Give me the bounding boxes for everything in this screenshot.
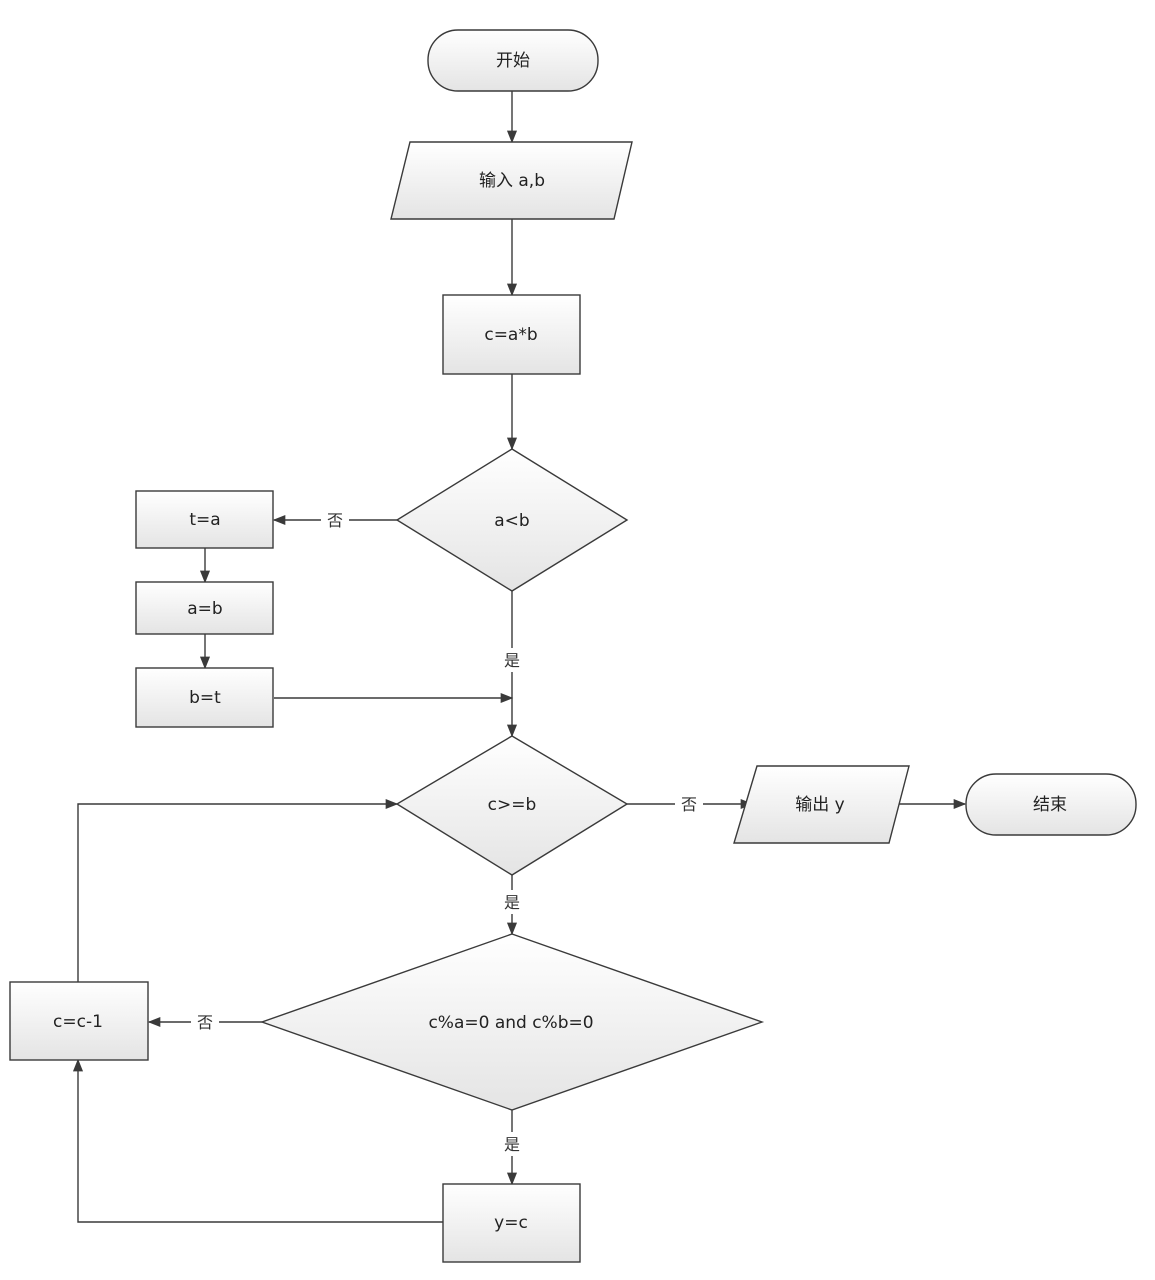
input-node: 输入 a,b [390, 141, 633, 220]
assign-a-node: a=b [135, 581, 274, 635]
calc-node: c=a*b [442, 294, 581, 375]
assign-a-label: a=b [187, 599, 222, 619]
start-label: 开始 [496, 51, 530, 71]
edge-label-bg [191, 1010, 219, 1034]
assign-b-label: b=t [189, 688, 221, 708]
edge-label-bg [498, 648, 526, 672]
decision-c-ge-b-label: c>=b [488, 795, 537, 815]
edge-label-cond2-yes: 是 [504, 893, 520, 912]
decision-mod-label: c%a=0 and c%b=0 [428, 1013, 593, 1033]
edge-decrement-loop [77, 798, 399, 982]
start-node: 开始 [427, 29, 599, 92]
decision-a-lt-b-label: a<b [494, 511, 529, 531]
decision-mod: c%a=0 and c%b=0 [259, 933, 765, 1111]
edge-label-bg [498, 890, 526, 914]
assign-y-node: y=c [442, 1183, 581, 1263]
decision-c-ge-b: c>=b [395, 735, 629, 876]
assign-y-label: y=c [494, 1213, 528, 1233]
decrement-label: c=c-1 [53, 1012, 103, 1032]
output-label: 输出 y [795, 795, 844, 815]
input-label: 输入 a,b [479, 171, 545, 191]
edge-label-cond3-no: 否 [197, 1013, 213, 1032]
end-label: 结束 [1033, 795, 1067, 815]
assign-b-node: b=t [135, 667, 274, 728]
edge-label-cond2-no: 否 [681, 795, 697, 814]
edge-label-bg [675, 792, 703, 816]
output-node: 输出 y [733, 765, 910, 844]
edge-label-cond1-yes: 是 [504, 651, 520, 670]
edge-label-cond1-no: 否 [327, 511, 343, 530]
edge-label-cond3-yes: 是 [504, 1135, 520, 1154]
decrement-node: c=c-1 [9, 981, 149, 1061]
assign-t-node: t=a [135, 490, 274, 549]
end-node: 结束 [965, 773, 1137, 836]
calc-label: c=a*b [484, 325, 537, 345]
assign-t-label: t=a [189, 510, 220, 530]
edge-y-to-decrement [72, 1058, 443, 1223]
edge-label-bg [321, 508, 349, 532]
decision-a-lt-b: a<b [395, 448, 629, 592]
edge-label-bg [498, 1132, 526, 1156]
